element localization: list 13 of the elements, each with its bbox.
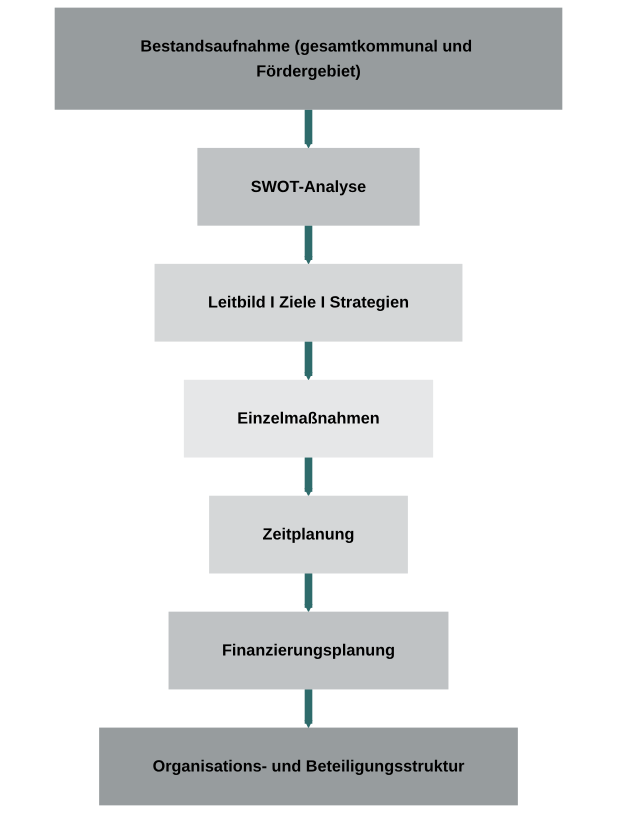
node-box: Leitbild I Ziele I Strategien <box>154 264 462 342</box>
node-box: Zeitplanung <box>209 496 408 574</box>
node-box: Bestandsaufnahme (gesamtkommunal und Fördergebiet) <box>54 8 562 110</box>
arrow <box>304 456 313 496</box>
node-box: Finanzierungsplanung <box>168 612 448 690</box>
arrow <box>304 572 313 612</box>
arrow <box>304 688 313 728</box>
node-box: Organisations- und Beteiligungsstruktur <box>99 728 518 806</box>
arrow <box>304 340 313 380</box>
node-box: Einzelmaßnahmen <box>184 380 434 458</box>
arrow <box>304 109 313 148</box>
node-box: SWOT-Analyse <box>197 148 420 226</box>
arrow <box>304 225 313 264</box>
